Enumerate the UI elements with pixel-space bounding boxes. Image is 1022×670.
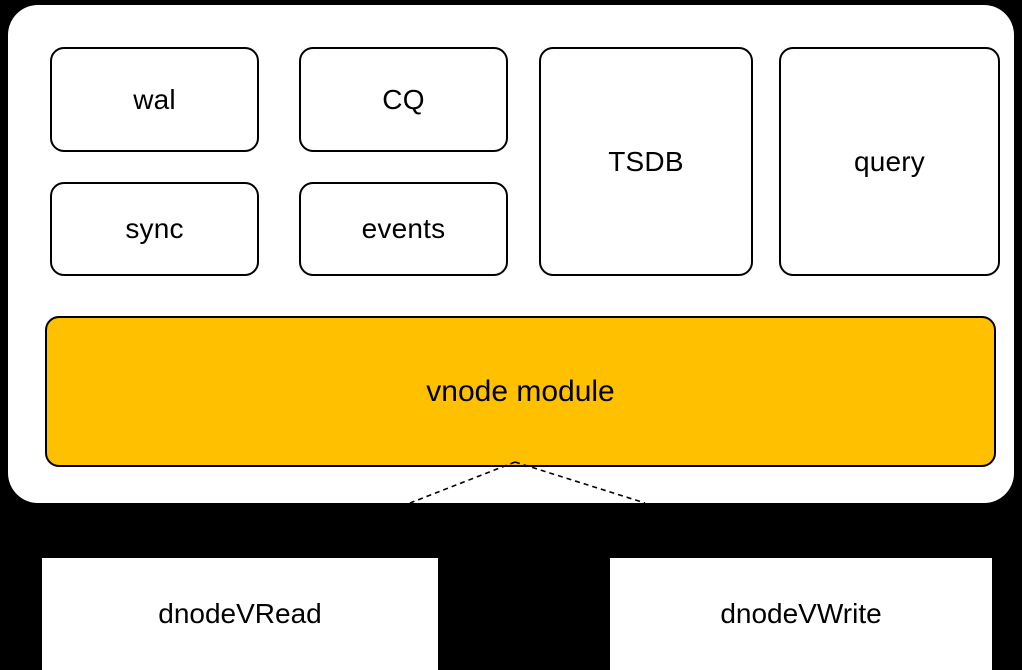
module-box-events[interactable]: events: [299, 182, 508, 276]
vnode-container: wal sync CQ events TSDB query vnode modu…: [8, 5, 1014, 503]
vnode-module-bar[interactable]: vnode module: [45, 316, 996, 467]
module-box-sync[interactable]: sync: [50, 182, 259, 276]
module-box-cq[interactable]: CQ: [299, 47, 508, 152]
module-box-wal[interactable]: wal: [50, 47, 259, 152]
consumer-box-dnodevwrite[interactable]: dnodeVWrite: [610, 558, 992, 670]
module-box-tsdb[interactable]: TSDB: [539, 47, 753, 276]
module-box-query[interactable]: query: [779, 47, 1000, 276]
module-label-tsdb: TSDB: [608, 145, 684, 177]
module-label-events: events: [361, 213, 446, 244]
consumer-label-dnodevread: dnodeVRead: [158, 598, 322, 629]
module-label-wal: wal: [133, 83, 176, 115]
consumer-box-dnodevread[interactable]: dnodeVRead: [42, 558, 438, 670]
module-label-sync: sync: [125, 213, 184, 244]
consumer-label-dnodevwrite: dnodeVWrite: [720, 598, 882, 629]
module-label-query: query: [853, 145, 926, 177]
vnode-module-label: vnode module: [426, 374, 615, 408]
module-label-cq: CQ: [382, 83, 425, 115]
